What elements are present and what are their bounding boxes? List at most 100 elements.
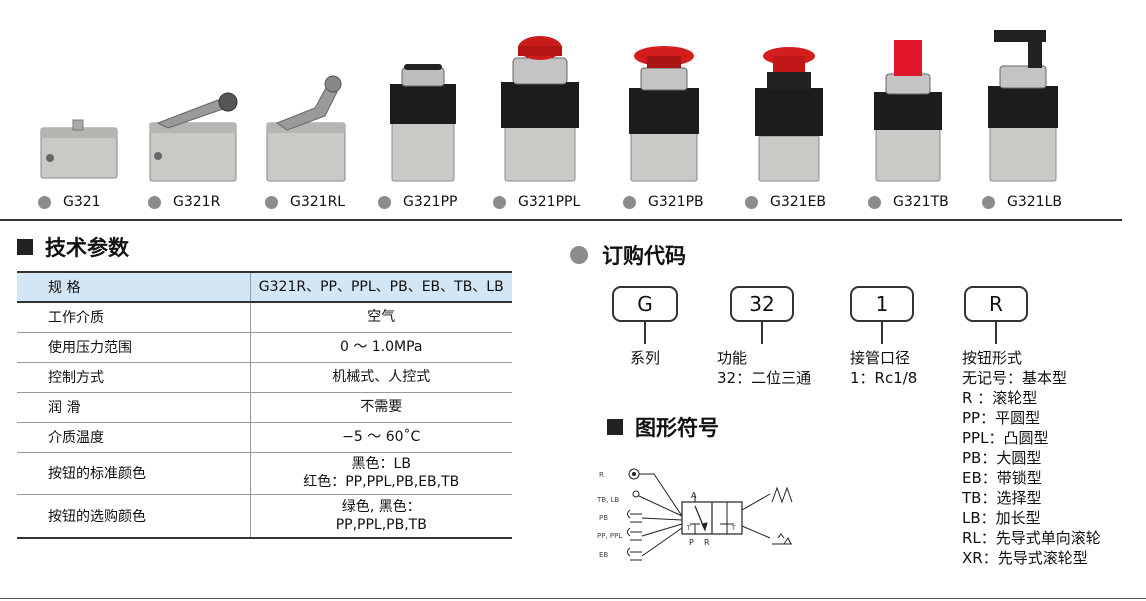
connector-line <box>995 322 997 344</box>
list-item: TB：选择型 <box>962 489 1042 507</box>
product-g321pp: G321PP <box>378 8 468 218</box>
connector-line <box>761 322 763 344</box>
bullet-icon <box>38 195 51 209</box>
code-box-button: R <box>964 286 1028 322</box>
button-type-list: 按钮形式 无记号：基本型 R ：滚轮型 PP：平圆型 PPL：凸圆型 PB：大圆… <box>962 349 1101 567</box>
port-label: R <box>704 538 710 547</box>
spec-key: 介质温度 <box>17 422 251 453</box>
spec-key: 规 格 <box>17 271 251 303</box>
bullet-icon <box>265 195 278 209</box>
table-row: 工作介质 空气 <box>17 302 512 333</box>
connector-line <box>881 322 883 344</box>
code-desc-function: 功能 32：二位三通 <box>717 349 812 387</box>
square-bullet-icon <box>607 419 623 435</box>
product-g321tb: G321TB <box>868 8 953 218</box>
list-item: PB：大圆型 <box>962 449 1042 467</box>
actuator-label: EB <box>599 551 608 559</box>
symbol-section-title: 图形符号 <box>607 412 719 442</box>
table-row: 润 滑 不需要 <box>17 392 512 423</box>
port-label: P <box>689 538 694 547</box>
list-item: RL：先导式单向滚轮 <box>962 529 1101 547</box>
square-bullet-icon <box>17 239 33 255</box>
code-desc-series: 系列 <box>630 349 661 367</box>
spec-value: −5 ～ 60˚C <box>250 422 512 453</box>
actuator-label: TB, LB <box>596 496 619 504</box>
product-g321rl: G321RL <box>265 8 355 218</box>
valve-symbol-diagram: R TB, LB PB PP, PPL EB A P R T <box>596 468 793 561</box>
top-divider <box>0 219 1122 221</box>
list-item: EB：带锁型 <box>962 469 1042 487</box>
list-item: LB：加长型 <box>962 509 1041 527</box>
model-label: G321R <box>173 194 221 210</box>
spec-key: 使用压力范围 <box>17 332 251 363</box>
bullet-icon <box>745 195 758 209</box>
code-desc-port: 接管口径 1：Rc1/8 <box>850 349 918 387</box>
product-image <box>149 92 238 182</box>
port-label: T <box>686 525 691 532</box>
product-image <box>390 64 456 182</box>
spec-value: 不需要 <box>250 392 512 423</box>
list-item: 无记号：基本型 <box>962 369 1068 387</box>
table-row: 按钮的选购颜色 绿色, 黑色： PP,PPL,PB,TB <box>17 494 512 539</box>
spec-key: 控制方式 <box>17 362 251 393</box>
spec-section-title: 技术参数 <box>17 232 129 262</box>
list-item: PP：平圆型 <box>962 409 1041 427</box>
product-image <box>629 46 699 182</box>
model-label: G321RL <box>290 194 346 210</box>
model-label: G321PPL <box>518 194 581 210</box>
product-image <box>755 47 823 182</box>
table-row: 控制方式 机械式、人控式 <box>17 362 512 393</box>
spec-key: 工作介质 <box>17 302 251 333</box>
actuator-label: PP, PPL <box>597 532 622 540</box>
model-label: G321 <box>63 194 101 210</box>
spec-key: 按钮的标准颜色 <box>17 452 251 495</box>
spec-value: 黑色：LB 红色：PP,PPL,PB,EB,TB <box>250 452 512 495</box>
bullet-icon <box>868 195 881 209</box>
spec-key: 按钮的选购颜色 <box>17 494 251 539</box>
spec-value: 机械式、人控式 <box>250 362 512 393</box>
product-g321pb: G321PB <box>623 8 713 218</box>
product-g321ppl: G321PPL <box>493 8 588 218</box>
product-g321: G321 <box>38 8 120 218</box>
table-row: 介质温度 −5 ～ 60˚C <box>17 422 512 453</box>
product-image <box>40 119 118 179</box>
model-label: G321LB <box>1007 194 1062 210</box>
port-label: T <box>731 525 736 532</box>
bullet-icon <box>378 195 391 209</box>
spec-table: 规 格 G321R、PP、PPL、PB、EB、TB、LB 工作介质 空气 使用压… <box>17 271 512 539</box>
table-row: 规 格 G321R、PP、PPL、PB、EB、TB、LB <box>17 271 512 303</box>
connector-line <box>644 322 646 344</box>
port-label: A <box>691 491 697 500</box>
spec-value: 空气 <box>250 302 512 333</box>
spec-key: 润 滑 <box>17 392 251 423</box>
spec-value: 0 ～ 1.0MPa <box>250 332 512 363</box>
model-label: G321PB <box>648 194 704 210</box>
bullet-icon <box>493 195 506 209</box>
model-label: G321TB <box>893 194 949 210</box>
bullet-icon <box>148 195 161 209</box>
list-item: PPL：凸圆型 <box>962 429 1049 447</box>
model-label: G321EB <box>770 194 827 210</box>
table-row: 按钮的标准颜色 黑色：LB 红色：PP,PPL,PB,EB,TB <box>17 452 512 495</box>
spec-value: G321R、PP、PPL、PB、EB、TB、LB <box>250 271 512 303</box>
actuator-label: PB <box>599 514 608 522</box>
bottom-divider <box>0 598 1146 599</box>
code-box-port: 1 <box>850 286 914 322</box>
list-item: XR：先导式滚轮型 <box>962 549 1088 567</box>
product-image <box>266 75 346 182</box>
product-g321lb: G321LB <box>982 8 1072 218</box>
spec-value: 绿色, 黑色： PP,PPL,PB,TB <box>250 494 512 539</box>
circle-bullet-icon <box>570 246 588 264</box>
product-image <box>988 30 1058 182</box>
product-image <box>501 36 579 182</box>
product-image <box>874 40 942 182</box>
bullet-icon <box>623 195 636 209</box>
table-row: 使用压力范围 0 ～ 1.0MPa <box>17 332 512 363</box>
model-label: G321PP <box>403 194 458 210</box>
list-item: R ：滚轮型 <box>962 389 1038 407</box>
order-section-title: 订购代码 <box>570 240 686 270</box>
actuator-label: R <box>599 471 604 479</box>
code-box-series: G <box>612 286 678 322</box>
code-box-function: 32 <box>730 286 794 322</box>
product-g321r: G321R <box>148 8 243 218</box>
